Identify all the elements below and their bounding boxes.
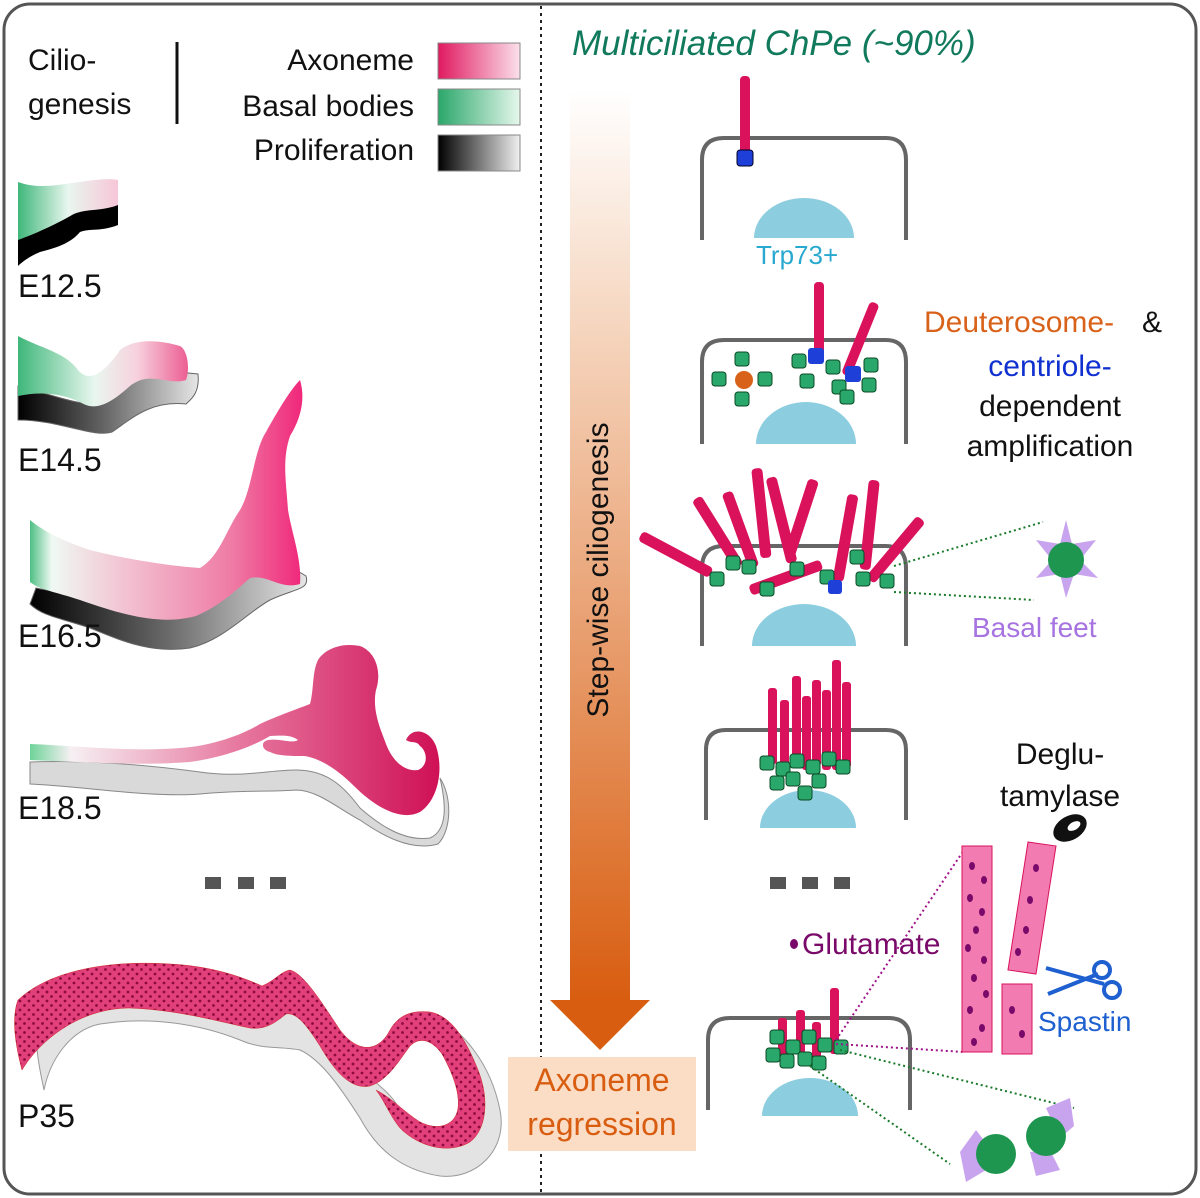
deglutamylase-icon (1053, 814, 1087, 842)
stage-label-e18-5: E18.5 (18, 790, 102, 826)
scissors-icon (1045, 960, 1122, 1000)
basal-feet-callout (893, 521, 1044, 601)
axoneme-regression-box (508, 1057, 696, 1151)
legend-proliferation-label: Proliferation (253, 134, 414, 167)
tissue-e14-5 (17, 336, 199, 434)
deuterosome-label: Deuterosome- (924, 306, 1115, 339)
tissue-e12-5 (18, 179, 118, 266)
amplification-label: amplification (966, 430, 1134, 463)
legend-basal-bodies-label: Basal bodies (242, 90, 414, 123)
ciliogenesis-arrow (550, 90, 650, 1050)
cell-basal-feet (639, 468, 924, 646)
left-ellipsis (205, 877, 286, 889)
basal-feet-label: Basal feet (972, 612, 1097, 643)
legend-axoneme-label: Axoneme (287, 44, 414, 77)
tissue-p35 (14, 962, 502, 1177)
right-panel-title: Multiciliated ChPe (~90%) (572, 24, 976, 63)
trp73-label: Trp73+ (756, 240, 839, 270)
regression-callout (809, 849, 1075, 1165)
right-ellipsis (770, 877, 850, 889)
cell-amplification (700, 282, 908, 444)
deglutamylase-label-line2: tamylase (999, 780, 1121, 813)
deglutamylase-label-line1: Deglu- (1015, 738, 1105, 771)
dependent-label: dependent (979, 390, 1121, 423)
basal-foot-icon (1036, 520, 1098, 598)
axoneme-regression-label-line2: regression (527, 1106, 677, 1142)
legend-basal-bodies-swatch (437, 88, 521, 126)
legend-group-label-line1: Cilio- (28, 44, 97, 77)
tissue-e18-5 (29, 644, 450, 847)
tissue-e16-5 (29, 380, 308, 650)
glutamate-icon (790, 939, 798, 949)
axoneme-regression-label-line1: Axoneme (534, 1062, 670, 1098)
basal-feet-pair (960, 1098, 1074, 1182)
cell-multiciliated (704, 660, 908, 828)
glutamate-label: Glutamate (802, 928, 941, 961)
cell-regression (706, 988, 912, 1116)
stage-label-e16-5: E16.5 (18, 618, 102, 654)
legend-group-label-line2: genesis (28, 88, 132, 121)
cell-trp73 (700, 76, 908, 240)
legend-axoneme-swatch (437, 42, 521, 80)
stage-label-e12-5: E12.5 (18, 268, 102, 304)
zoomed-axoneme-severed (1001, 841, 1057, 1055)
stage-label-p35: P35 (18, 1098, 75, 1134)
centriole-label: centriole- (988, 350, 1112, 383)
zoomed-axoneme-intact (961, 845, 993, 1053)
spastin-label: Spastin (1038, 1006, 1132, 1037)
arrow-label: Step-wise ciliogenesis (582, 422, 615, 718)
ampersand-label: & (1142, 306, 1163, 339)
legend-proliferation-swatch (437, 134, 521, 172)
stage-label-e14-5: E14.5 (18, 442, 102, 478)
